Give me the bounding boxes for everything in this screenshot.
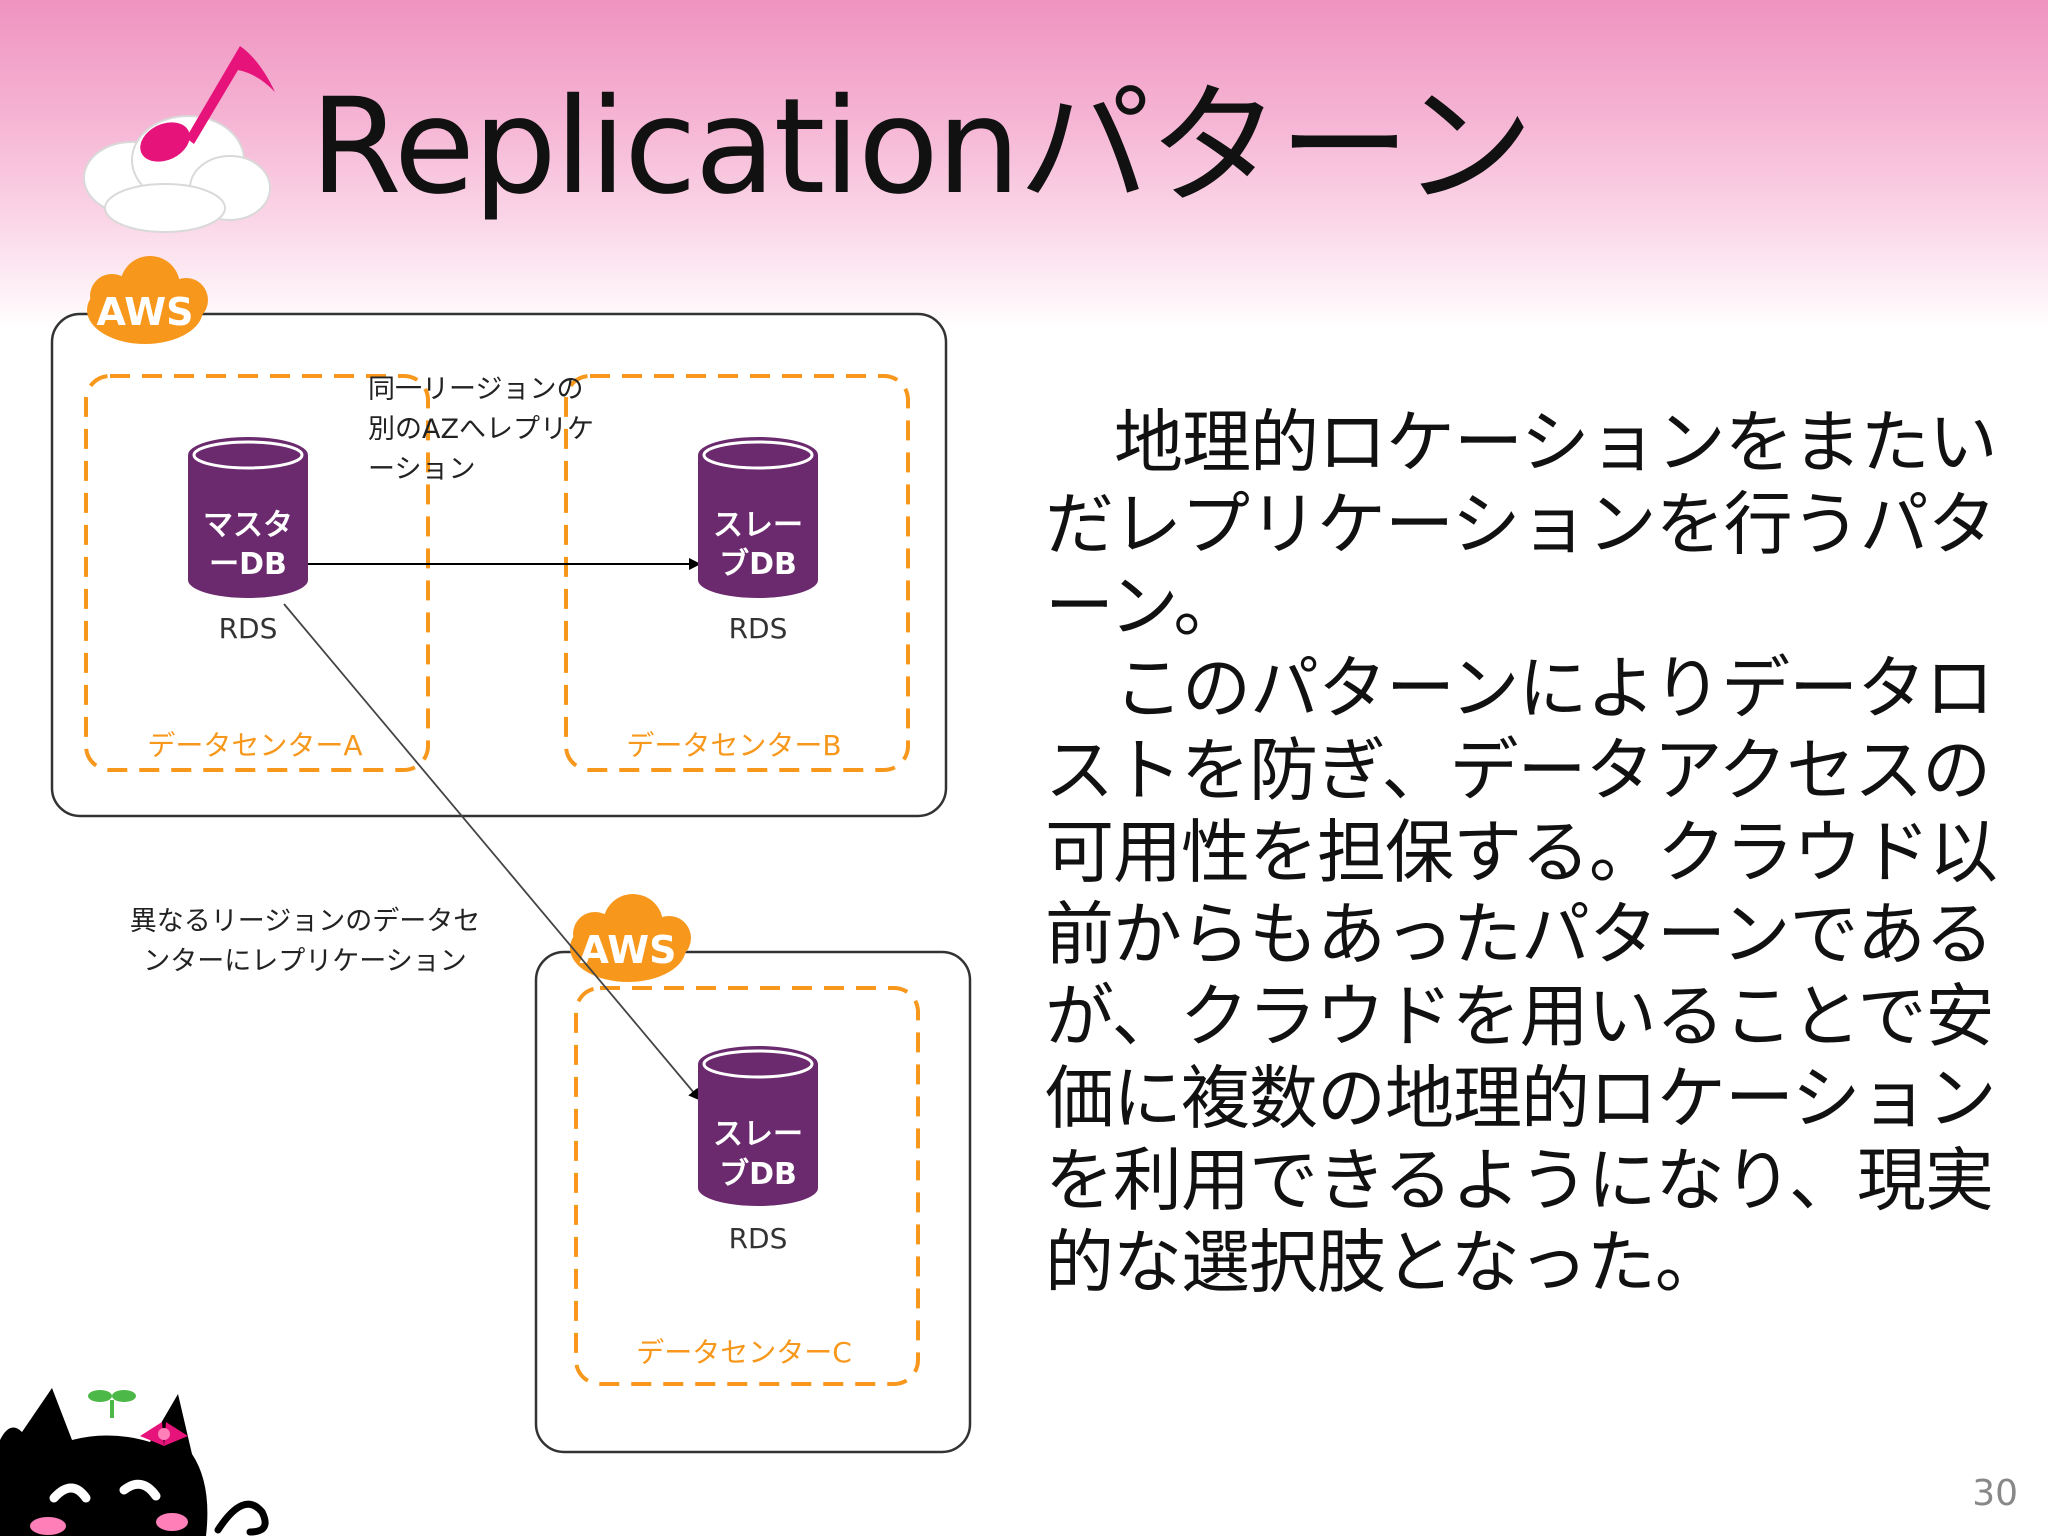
database-caption: RDS	[729, 612, 788, 645]
datacenter-a	[84, 374, 430, 772]
annotation-line: 同一リージョンの	[368, 374, 583, 405]
page-number: 30	[1972, 1473, 2018, 1514]
database-cylinder-icon: マスタ ーDB	[188, 437, 308, 598]
datacenter-label-a: データセンターA	[147, 729, 362, 762]
aws-cloud-icon: AWS	[87, 256, 208, 344]
replication-arrow-cross-region	[283, 603, 701, 1101]
music-note-cloud-icon	[83, 46, 275, 233]
database-caption: RDS	[219, 612, 278, 645]
annotation-line: ンターにレプリケーション	[143, 946, 466, 977]
body-text: 地理的ロケーションをまたいだレプリケーションを行うパターン。 このパターンにより…	[1045, 402, 2005, 1304]
annotation-line: 別のAZへレプリケ	[368, 414, 594, 445]
body-paragraph: このパターンによりデータロストを防ぎ、データアクセスの可用性を担保する。クラウド…	[1045, 649, 1998, 1303]
aws-badge-label: AWS	[97, 290, 194, 334]
black-cat-mascot-icon	[0, 1388, 269, 1536]
aws-cloud-icon: AWS	[570, 894, 691, 982]
datacenter-label-c: データセンターC	[636, 1336, 852, 1369]
database-label-line-2: ブDB	[719, 1157, 797, 1192]
datacenter-b	[564, 374, 910, 772]
aws-badge-label: AWS	[580, 928, 677, 972]
database-label-line-1: スレー	[713, 1117, 803, 1152]
slide-title: Replicationパターン	[310, 70, 1534, 224]
database-label-line-2: ブDB	[719, 547, 797, 582]
annotation-same-region: 同一リージョンの 別のAZへレプリケ ーション	[368, 374, 594, 485]
database-label-line-1: マスタ	[203, 508, 293, 543]
database-label-line-2: ーDB	[209, 547, 287, 582]
annotation-different-region: 異なるリージョンのデータセ ンターにレプリケーション	[130, 906, 480, 977]
header-background	[0, 0, 2048, 330]
body-paragraph: 地理的ロケーションをまたいだレプリケーションを行うパターン。	[1045, 403, 1998, 647]
datacenter-label-b: データセンターB	[626, 729, 841, 762]
database-label-line-1: スレー	[713, 508, 803, 543]
datacenter-c	[574, 986, 920, 1386]
annotation-line: 異なるリージョンのデータセ	[130, 906, 480, 937]
database-cylinder-icon: スレー ブDB	[698, 437, 818, 598]
database-cylinder-icon: スレー ブDB	[698, 1046, 818, 1206]
database-caption: RDS	[729, 1222, 788, 1255]
annotation-line: ーション	[368, 454, 475, 485]
